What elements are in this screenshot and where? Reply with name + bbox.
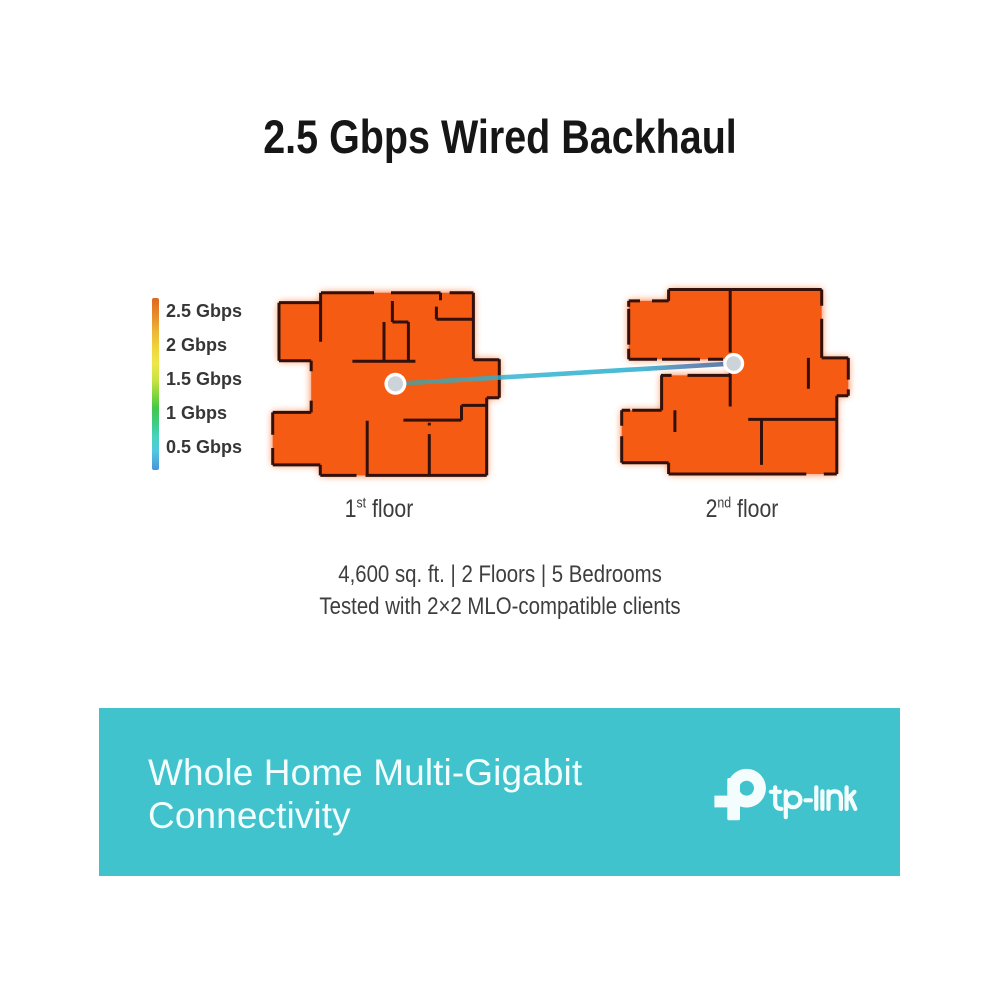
floor2-suffix: nd: [717, 495, 732, 512]
floor1-label: 1st floor: [345, 495, 414, 524]
legend-label-0_5: 0.5 Gbps: [166, 437, 243, 457]
deco-node-1: [384, 372, 407, 395]
logo-letter-n: [826, 789, 843, 811]
floor2-number: 2: [705, 495, 718, 523]
deco-node-1-body: [387, 376, 403, 392]
tplink-logo-stem: [727, 778, 740, 821]
tplink-logo: [714, 768, 858, 821]
tplink-logo-bar: [714, 795, 733, 808]
floor2-label: 2nd floor: [706, 495, 779, 524]
logo-letter-k: [844, 785, 858, 811]
logo-letter-p-bowl: [783, 790, 803, 810]
banner-line2: Connectivity: [148, 795, 351, 836]
specs-line2: Tested with 2×2 MLO-compatible clients: [319, 593, 681, 620]
floor2-heat-fill: [621, 289, 849, 474]
floor1-suffix: st: [356, 495, 367, 512]
legend-label-1: 1 Gbps: [166, 403, 228, 423]
floor2-word: floor: [731, 495, 779, 523]
tplink-logo-text: [768, 785, 858, 820]
legend-gradient-bar: [151, 297, 159, 470]
floor2-walls: [620, 288, 850, 476]
legend-label-2_5: 2.5 Gbps: [166, 301, 243, 321]
page-title: 2.5 Gbps Wired Backhaul: [263, 110, 737, 163]
tplink-logo-mark: [714, 768, 766, 821]
legend-label-1_5: 1.5 Gbps: [166, 369, 243, 389]
logo-letter-t: [768, 785, 784, 811]
banner-line1: Whole Home Multi-Gigabit: [148, 752, 583, 793]
banner-text: Whole Home Multi-Gigabit Connectivity: [148, 751, 582, 837]
floor1-number: 1: [344, 495, 357, 523]
floorplan-2: [620, 288, 850, 476]
backhaul-line: [395, 361, 734, 387]
legend-label-2: 2 Gbps: [166, 335, 228, 355]
specs-line1: 4,600 sq. ft. | 2 Floors | 5 Bedrooms: [338, 561, 662, 588]
floor1-word: floor: [366, 495, 414, 523]
floor1-walls: [271, 291, 501, 477]
banner: Whole Home Multi-Gigabit Connectivity: [99, 708, 900, 876]
deco-node-2-body: [726, 356, 741, 371]
deco-node-2: [723, 353, 745, 374]
